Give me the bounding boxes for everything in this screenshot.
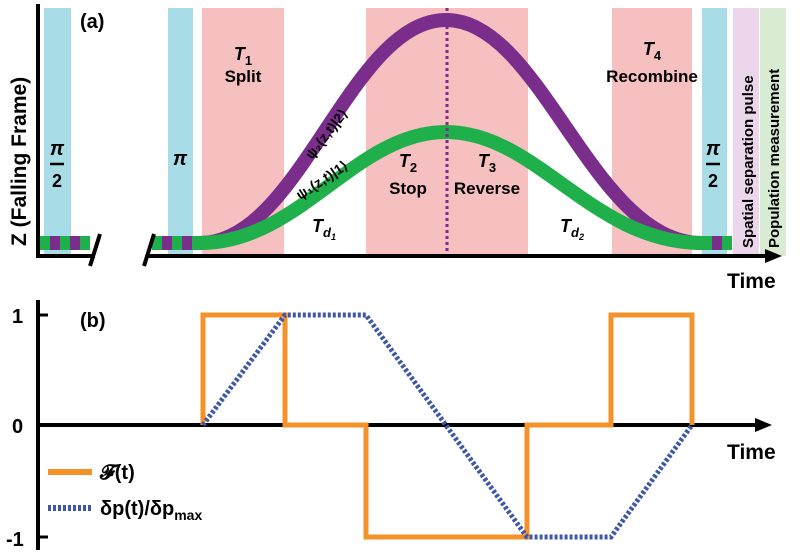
spatial-separation-region	[733, 8, 759, 256]
td1-label: Td1	[312, 216, 336, 242]
pi-pulse-label: π	[173, 148, 188, 170]
t3-label: T3	[478, 151, 496, 175]
pi-half-left-den: 2	[52, 171, 62, 191]
population-measurement-label: Population measurement	[766, 69, 783, 248]
recombine-region	[612, 8, 692, 256]
legend: 𝓕(t) δp(t)/δpmax	[48, 462, 202, 523]
y-tick-label-0: 0	[12, 416, 23, 438]
stop-label: Stop	[389, 179, 427, 198]
panel-b: (b) 1 0 -1 Time 𝓕(t) δp(t)/δpmax	[6, 300, 776, 551]
force-trace	[200, 312, 695, 540]
t1-label: T1	[234, 44, 252, 68]
panel-a: (a) Z (Falling Frame) Time π 2 π π 2 T1 …	[8, 4, 786, 293]
legend-force-label: 𝓕(t)	[99, 462, 135, 484]
pi-half-left-num: π	[50, 138, 65, 160]
panel-a-label: (a)	[80, 11, 104, 33]
momentum-trace	[200, 312, 695, 540]
psi2-label: ψ₂(z,t)|2⟩	[302, 106, 351, 162]
panel-a-x-arrow	[765, 249, 782, 263]
panel-b-x-axis-label: Time	[727, 441, 776, 464]
pi-half-pulse-right	[702, 8, 727, 256]
y-tick-label-1: 1	[12, 306, 23, 328]
reverse-label: Reverse	[454, 179, 520, 198]
pi-pulse	[168, 8, 193, 256]
t2-label: T2	[399, 151, 417, 175]
population-measurement-region	[760, 8, 786, 256]
baseline-stripe-right	[702, 236, 732, 250]
axis-break-mark-2	[142, 233, 156, 267]
panel-a-y-axis-label: Z (Falling Frame)	[8, 77, 31, 246]
split-label: Split	[225, 67, 262, 86]
axis-break-mark-1	[88, 233, 102, 267]
pi-half-right-den: 2	[708, 171, 718, 191]
recombine-label: Recombine	[606, 67, 698, 86]
baseline-stripe-left	[40, 236, 90, 250]
panel-b-label: (b)	[80, 310, 106, 332]
panel-b-x-arrow	[755, 418, 772, 432]
td2-label: Td2	[560, 216, 584, 242]
baseline-stripe-middle	[152, 236, 202, 250]
legend-dp-label: δp(t)/δpmax	[100, 498, 202, 523]
panel-a-x-axis-label: Time	[727, 270, 776, 293]
t4-label: T4	[643, 39, 662, 63]
pi-half-right-num: π	[706, 138, 721, 160]
pi-half-pulse-left	[44, 8, 71, 256]
spatial-separation-label: Spatial separation pulse	[740, 75, 757, 248]
psi1-trajectory	[199, 124, 703, 250]
y-tick-label-minus-1: -1	[6, 529, 24, 551]
